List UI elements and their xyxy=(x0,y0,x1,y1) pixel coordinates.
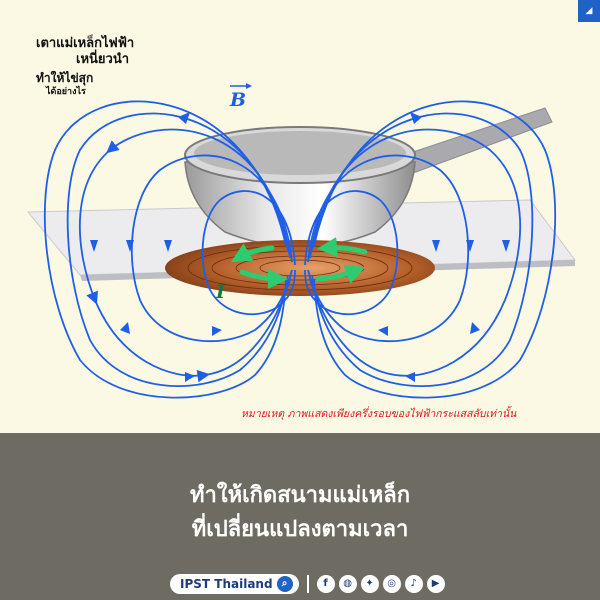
arrowhead xyxy=(212,326,222,336)
brand-pill[interactable]: IPST Thailand ⌕ xyxy=(170,574,299,594)
search-icon: ⌕ xyxy=(277,576,293,592)
footer-divider xyxy=(307,575,309,593)
banner-line-1: ทำให้เกิดสนามแม่เหล็ก xyxy=(0,477,600,512)
banner-line-2: ที่เปลี่ยนแปลงตามเวลา xyxy=(0,511,600,546)
induction-coil xyxy=(165,240,435,296)
field-label: B xyxy=(229,89,246,111)
arrowhead xyxy=(378,326,388,336)
arrowhead xyxy=(178,112,190,124)
youtube-icon[interactable]: ▶ xyxy=(427,575,445,593)
note-text: หมายเหตุ ภาพแสดงเพียงครึ่งรอบของไฟฟ้ากระ… xyxy=(241,405,516,422)
arrowhead xyxy=(470,322,480,334)
vector-arrow-head xyxy=(246,83,252,89)
arrowhead xyxy=(405,372,415,382)
facebook-icon[interactable]: f xyxy=(317,575,335,593)
line-icon[interactable]: ◍ xyxy=(339,575,357,593)
induction-diagram: B I xyxy=(0,0,600,433)
tiktok-icon[interactable]: ♪ xyxy=(405,575,423,593)
brand-name: IPST Thailand xyxy=(180,574,273,594)
current-label: I xyxy=(215,281,226,303)
arrowhead xyxy=(120,322,130,334)
instagram-icon[interactable]: ◎ xyxy=(383,575,401,593)
arrowhead xyxy=(410,112,422,124)
twitter-icon[interactable]: ✦ xyxy=(361,575,379,593)
pot-inside xyxy=(194,131,406,175)
footer-bar: IPST Thailand ⌕ f ◍ ✦ ◎ ♪ ▶ xyxy=(170,571,445,597)
bottom-banner: ทำให้เกิดสนามแม่เหล็ก ที่เปลี่ยนแปลงตามเ… xyxy=(0,433,600,600)
arrowhead xyxy=(185,372,195,382)
